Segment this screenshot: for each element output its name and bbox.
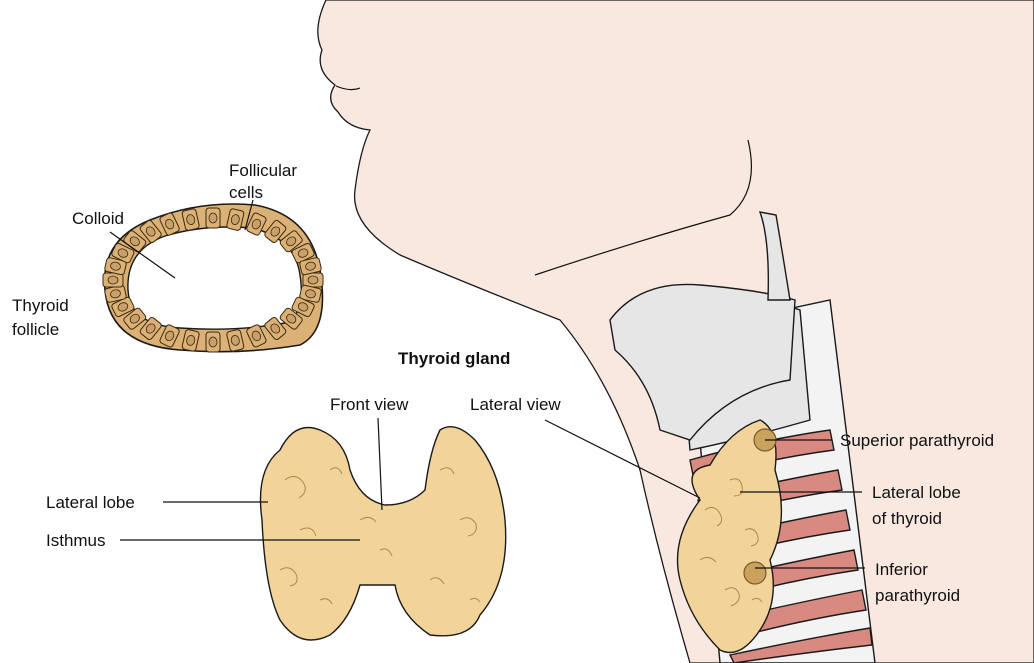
thyroid-follicle	[103, 204, 323, 352]
superior-parathyroid-label: Superior parathyroid	[840, 431, 994, 450]
cell-nucleus	[209, 213, 217, 223]
thyroid-gland-title: Thyroid gland	[398, 349, 510, 368]
inferior-parathyroid-gland	[744, 562, 766, 584]
front-thyroid-gland	[260, 427, 505, 640]
thyroid-follicle-label: Thyroid follicle	[12, 296, 73, 339]
colloid-label: Colloid	[72, 209, 124, 228]
cell-nucleus	[209, 337, 217, 347]
front-view-leader	[378, 418, 382, 510]
lateral-lobe-label: Lateral lobe	[46, 493, 135, 512]
follicular-cells-label: Follicular cells	[229, 161, 302, 202]
isthmus-label: Isthmus	[46, 531, 106, 550]
lateral-view-label: Lateral view	[470, 395, 561, 414]
cell-nucleus	[308, 276, 318, 284]
front-view-label: Front view	[330, 395, 409, 414]
cell-nucleus	[108, 276, 118, 284]
